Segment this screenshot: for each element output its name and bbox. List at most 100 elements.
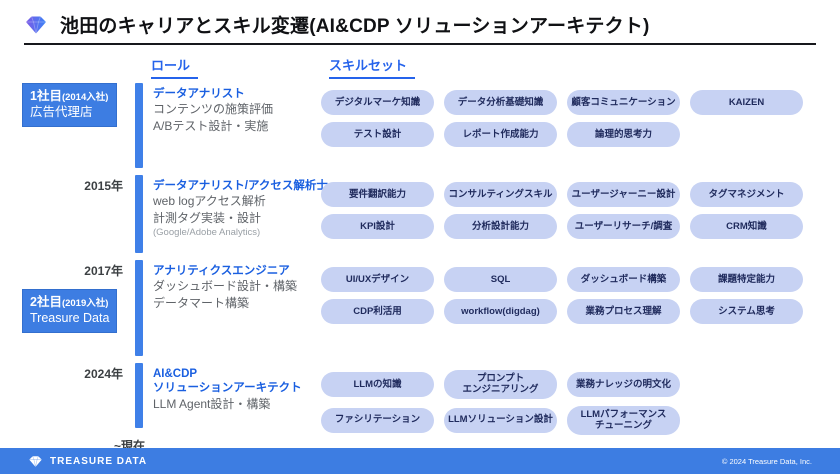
role-column-header: ロール [151, 55, 329, 79]
timeline-bar-column [135, 260, 143, 363]
company-badge: 1社目(2014入社) 広告代理店 [22, 83, 117, 127]
timeline-bar-segment [135, 83, 143, 168]
role-detail: web logアクセス解析 [153, 194, 266, 209]
skill-pill: 分析設計能力 [444, 214, 557, 239]
skill-pill: SQL [444, 267, 557, 292]
year-label: 2017年 [84, 264, 123, 278]
role-detail: コンテンツの施策評価 [153, 102, 274, 117]
timeline-left-column: 2017年 2社目(2019入社) Treasure Data [22, 260, 135, 363]
role-title: データアナリスト/アクセス解析士 [153, 180, 328, 192]
footer-copyright: © 2024 Treasure Data, Inc. [721, 456, 812, 466]
timeline-left-column: 1社目(2014入社) 広告代理店 [22, 83, 135, 175]
year-label: 2024年 [84, 367, 123, 381]
company-badge-join-year: (2019入社) [61, 298, 109, 309]
skill-row: LLMの知識プロンプト エンジニアリング業務ナレッジの明文化 [321, 370, 816, 399]
skill-pill: コンサルティングスキル [444, 182, 557, 207]
skill-pill: KPI設計 [321, 214, 434, 239]
skill-pill: CDP利活用 [321, 299, 434, 324]
skill-pill: テスト設計 [321, 122, 434, 147]
skill-row: 要件翻訳能力コンサルティングスキルユーザージャーニー設計タグマネジメント [321, 182, 816, 207]
timeline-bar-column [135, 83, 143, 175]
skill-pill: ユーザージャーニー設計 [567, 182, 680, 207]
skill-pill: レポート作成能力 [444, 122, 557, 147]
timeline-bar-column [135, 363, 143, 435]
skills-column: デジタルマーケ知識データ分析基礎知識顧客コミュニケーション KAIZEN テスト設計… [321, 83, 816, 175]
skill-pill: CRM知識 [690, 214, 803, 239]
role-title: データアナリスト [153, 88, 245, 100]
company-badge-join-year: (2014入社) [61, 92, 109, 103]
skill-row: CDP利活用 workflow(digdag) 業務プロセス理解システム思考 [321, 299, 816, 324]
skill-pill: ダッシュボード構築 [567, 267, 680, 292]
page-title: 池田のキャリアとスキル変遷(AI&CDP ソリューションアーキテクト) [60, 16, 650, 37]
company-badge-title: 1社目(2014入社) [30, 89, 109, 103]
skill-row: UI/UXデザイン SQL ダッシュボード構築課題特定能力 [321, 267, 816, 292]
company-badge: 2社目(2019入社) Treasure Data [22, 289, 117, 333]
company-badge-name: Treasure Data [30, 311, 110, 326]
skills-header-label: スキルセット [329, 55, 416, 79]
skills-column-header: スキルセット [329, 55, 816, 79]
skill-pill: 業務プロセス理解 [567, 299, 680, 324]
role-title: アナリティクスエンジニア [153, 265, 290, 277]
treasure-data-diamond-icon [26, 15, 46, 34]
skill-pill: 要件翻訳能力 [321, 182, 434, 207]
skill-pill: 業務ナレッジの明文化 [567, 371, 680, 397]
timeline-left-column: 2024年 [22, 363, 135, 435]
footer-brand-label: TREASURE DATA [50, 455, 148, 467]
skill-pill: LLMソリューション設計 [444, 407, 557, 433]
column-headers: ロール スキルセット [0, 45, 840, 79]
role-column: アナリティクスエンジニアダッシュボード設計・構築データマート構築 [143, 260, 321, 363]
role-title: ソリューションアーキテクト [153, 382, 302, 395]
skill-pill: UI/UXデザイン [321, 267, 434, 292]
skills-column: UI/UXデザイン SQL ダッシュボード構築課題特定能力 CDP利活用 workflo… [321, 260, 816, 363]
skill-row: デジタルマーケ知識データ分析基礎知識顧客コミュニケーション KAIZEN [321, 90, 816, 115]
company-badge-title: 2社目(2019入社) [30, 295, 109, 309]
skill-pill: 論理的思考力 [567, 122, 680, 147]
skills-column: 要件翻訳能力コンサルティングスキルユーザージャーニー設計タグマネジメント KPI設… [321, 175, 816, 260]
role-detail: 計測タグ実装・設計 [153, 210, 262, 225]
role-title: AI&CDP [153, 368, 198, 380]
skill-pill: データ分析基礎知識 [444, 90, 557, 115]
role-detail: A/Bテスト設計・実施 [153, 118, 269, 133]
skill-pill: LLMの知識 [321, 371, 434, 397]
year-label: 2015年 [84, 179, 123, 193]
skill-pill: KAIZEN [690, 90, 803, 115]
skill-pill: workflow(digdag) [444, 299, 557, 324]
column-header-spacer [22, 55, 151, 79]
timeline-left-column: 2015年 [22, 175, 135, 260]
timeline-bar-column [135, 175, 143, 260]
skill-pill: デジタルマーケ知識 [321, 90, 434, 115]
company-badge-name: 広告代理店 [30, 105, 93, 120]
skill-row: テスト設計レポート作成能力論理的思考力 [321, 122, 816, 147]
skill-pill: システム思考 [690, 299, 803, 324]
skill-pill: タグマネジメント [690, 182, 803, 207]
skill-pill: ファシリテーション [321, 407, 434, 433]
skill-row: KPI設計分析設計能力ユーザーリサーチ/調査 CRM知識 [321, 214, 816, 239]
footer-brand: TREASURE DATA [28, 455, 147, 468]
career-section: 2017年 2社目(2019入社) Treasure Data アナリティクスエンジニ… [22, 260, 816, 363]
timeline-bar-segment [135, 175, 143, 253]
role-note: (Google/Adobe Analytics) [153, 227, 261, 239]
skill-pill: ユーザーリサーチ/調査 [567, 214, 680, 239]
footer-bar: TREASURE DATA © 2024 Treasure Data, Inc. [0, 448, 840, 474]
skill-pill: 顧客コミュニケーション [567, 90, 680, 115]
role-header-label: ロール [151, 55, 199, 79]
role-detail: データマート構築 [153, 295, 250, 310]
role-detail: ダッシュボード設計・構築 [153, 279, 298, 294]
skill-pill: 課題特定能力 [690, 267, 803, 292]
career-section: 2015年 データアナリスト/アクセス解析士 web logアクセス解析計測タグ実装… [22, 175, 816, 260]
skill-pill: プロンプト エンジニアリング [444, 370, 557, 399]
title-underline [24, 43, 816, 45]
role-column: データアナリスト/アクセス解析士 web logアクセス解析計測タグ実装・設計 (G… [143, 175, 328, 260]
timeline-bar-segment [135, 260, 143, 356]
slide-header: 池田のキャリアとスキル変遷(AI&CDP ソリューションアーキテクト) [0, 0, 840, 38]
timeline-bar-segment [135, 363, 143, 428]
role-detail: LLM Agent設計・構築 [153, 396, 271, 411]
